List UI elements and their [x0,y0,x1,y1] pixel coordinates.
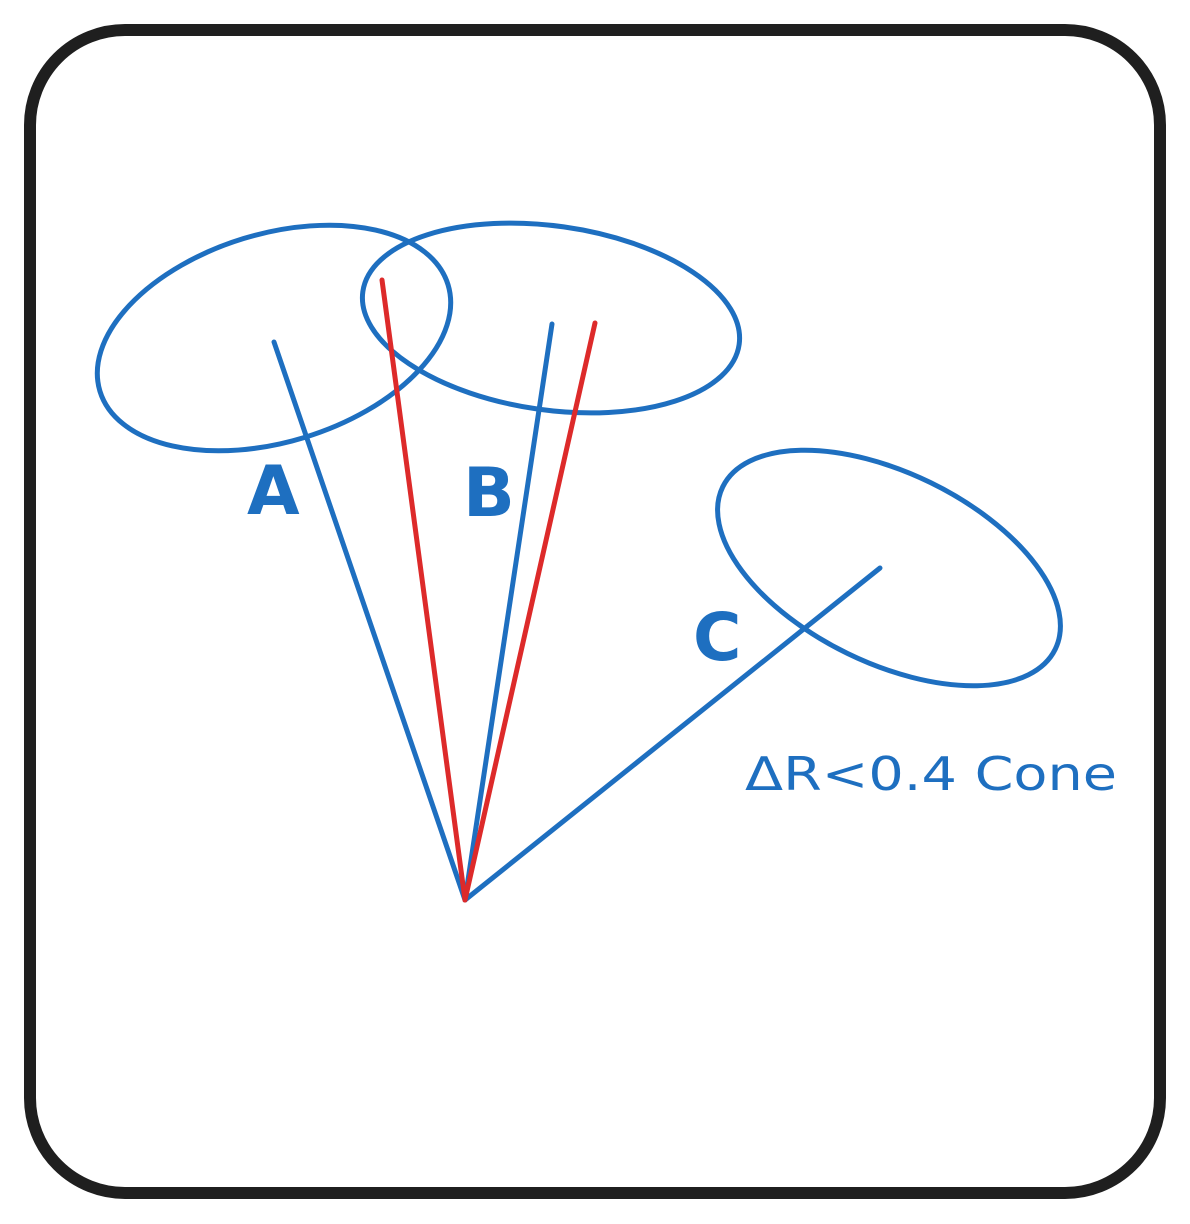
cone-c-ellipse [715,447,1063,689]
cone-c-label: C [693,599,741,676]
cone-b-label: B [463,454,515,533]
cone-c-axis [462,565,883,903]
particle-track-left [379,277,468,903]
particle-track-right [462,320,598,903]
cone-size-label: ΔR<0.4 Cone [745,747,1117,801]
diagram-frame [24,24,1166,1199]
cone-a-label: A [247,452,300,531]
cone-a-axis [271,339,468,903]
cone-b-axis [462,321,555,903]
